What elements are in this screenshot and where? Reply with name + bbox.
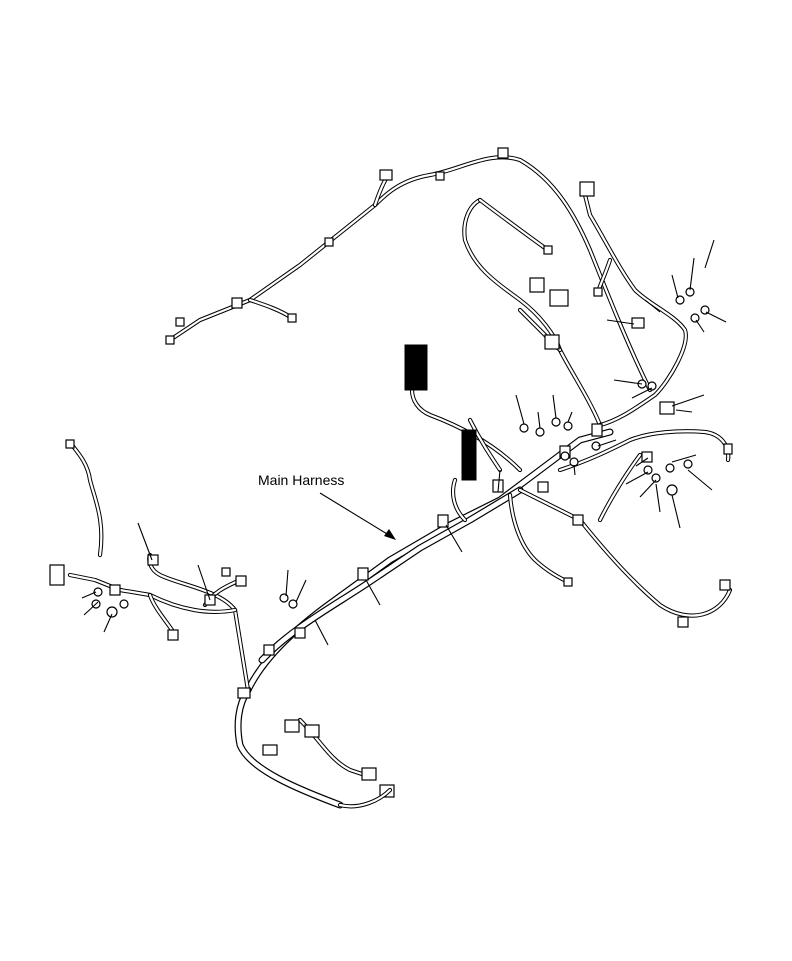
left-branch-wires — [67, 442, 251, 693]
middle-connector-pack — [404, 344, 523, 523]
main-harness-callout: Main Harness — [258, 472, 396, 540]
main-harness-arrowhead — [384, 529, 396, 540]
main-harness-trunk — [234, 428, 614, 809]
connector-ends — [49, 169, 733, 641]
main-harness-arrow-line — [319, 492, 393, 538]
right-branch-wires — [507, 429, 733, 618]
main-harness-label: Main Harness — [258, 472, 344, 488]
top-right-branch-wires — [517, 192, 688, 428]
bottom-branch — [284, 717, 395, 809]
fasteners — [91, 287, 710, 618]
leader-lines — [81, 239, 727, 646]
